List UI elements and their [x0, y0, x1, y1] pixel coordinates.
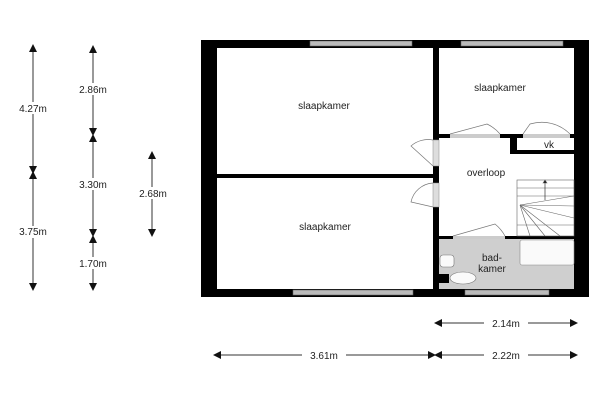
dimension-4-27: 4.27m — [10, 44, 56, 174]
dimension-label: 2.14m — [492, 319, 520, 330]
dimension-2-68: 2.68m — [130, 151, 176, 237]
dimension-3-61: 3.61m — [213, 349, 436, 362]
doors — [410, 121, 571, 239]
dimension-label: 2.22m — [492, 351, 520, 362]
dimension-2-86: 2.86m — [70, 45, 116, 136]
dimension-label: 1.70m — [79, 259, 107, 270]
room-label-slaapkamer-top-left: slaapkamer — [298, 101, 350, 112]
dimension-label: 2.86m — [79, 85, 107, 96]
windows — [292, 40, 564, 296]
bathtub — [519, 239, 575, 266]
dimension-3-30: 3.30m — [70, 134, 116, 237]
dimension-3-75: 3.75m — [10, 171, 56, 291]
room-label-overloop: overloop — [467, 168, 506, 179]
dimension-1-70: 1.70m — [70, 235, 116, 291]
dimension-label: 3.61m — [310, 351, 338, 362]
sink — [439, 254, 455, 268]
dimension-label: 2.68m — [139, 189, 167, 200]
room-label-slaapkamer-top-right: slaapkamer — [474, 83, 526, 94]
toilet — [449, 271, 477, 285]
room-label-slaapkamer-bottom-left: slaapkamer — [299, 222, 351, 233]
room-label-badkamer-line2: kamer — [478, 264, 506, 275]
dimension-label: 4.27m — [19, 104, 47, 115]
dimension-label: 3.30m — [79, 180, 107, 191]
staircase — [516, 179, 575, 237]
dimension-2-14: 2.14m — [434, 317, 578, 330]
dimension-2-22: 2.22m — [434, 349, 578, 362]
bathroom-fixtures — [439, 239, 575, 285]
dimension-label: 3.75m — [19, 227, 47, 238]
room-label-badkamer-line1: bad- — [482, 253, 502, 264]
room-label-vk: vk — [544, 140, 555, 151]
